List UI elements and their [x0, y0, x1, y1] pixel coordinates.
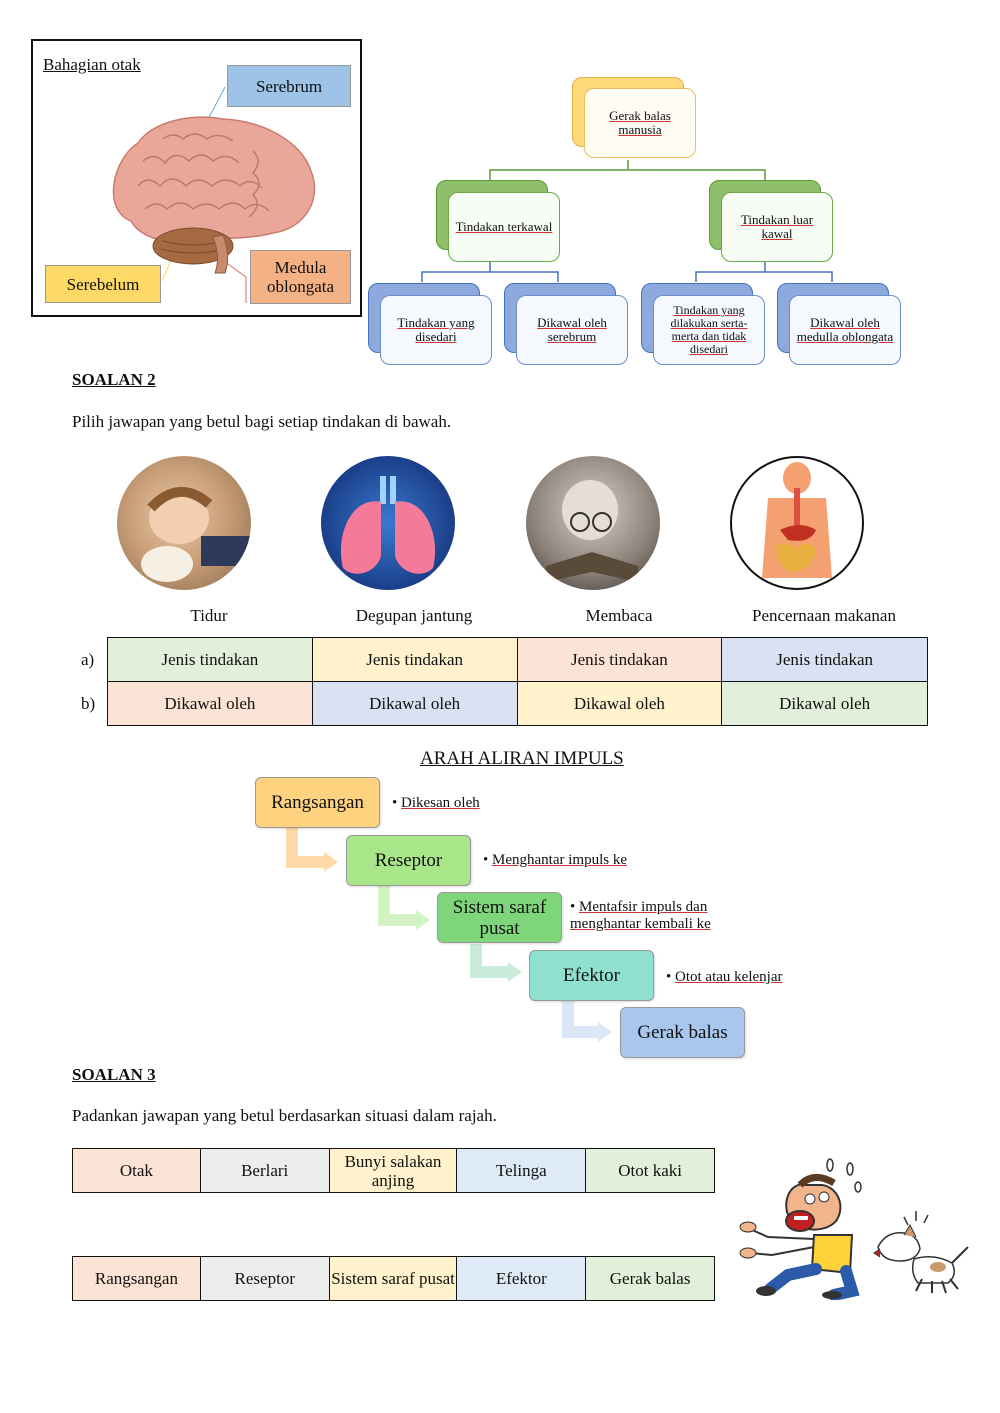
answer-b-pencernaan[interactable]: Dikawal oleh [721, 681, 928, 726]
row-b-label: b) [81, 694, 96, 713]
digestion-image [730, 456, 864, 590]
flow-note-2: • Menghantar impuls ke [483, 852, 627, 868]
brain-image [112, 86, 316, 303]
flow-step-efektor: Efektor [529, 950, 654, 1001]
hierarchy-connectors [421, 160, 833, 282]
flow-note-4: • Otot atau kelenjar [666, 969, 783, 985]
reading-child-image [526, 456, 660, 590]
answer-berlari[interactable]: Berlari [199, 1148, 330, 1193]
category-sistem-saraf-pusat[interactable]: Sistem saraf pusat [328, 1256, 458, 1301]
soalan-3-instruction: Padankan jawapan yang betul berdasarkan … [72, 1106, 497, 1125]
answer-bunyi-salakan-anjing[interactable]: Bunyi salakan anjing [328, 1148, 458, 1193]
serebelum-label: Serebelum [45, 265, 161, 303]
flow-note-1: • Dikesan oleh [392, 795, 480, 811]
category-rangsangan[interactable]: Rangsangan [72, 1256, 201, 1301]
category-efektor[interactable]: Efektor [456, 1256, 587, 1301]
medula-label: Medula oblongata [250, 250, 351, 304]
running-man [739, 1158, 862, 1300]
right-node: Tindakan luar kawal [721, 192, 833, 262]
category-reseptor[interactable]: Reseptor [199, 1256, 330, 1301]
leaf-1: Tindakan yang disedari [380, 295, 492, 365]
answer-b-membaca[interactable]: Dikawal oleh [516, 681, 723, 726]
answer-otot-kaki[interactable]: Otot kaki [585, 1148, 715, 1193]
caption-tidur: Tidur [190, 606, 228, 625]
sleeping-child-image [117, 456, 251, 590]
leaf-2: Dikawal oleh serebrum [516, 295, 628, 365]
soalan-3-category-table: Rangsangan Reseptor Sistem saraf pusat E… [72, 1256, 715, 1301]
caption-pencernaan-makanan: Pencernaan makanan [752, 606, 896, 625]
answer-a-membaca[interactable]: Jenis tindakan [516, 637, 723, 682]
soalan-2-heading: SOALAN 2 [72, 370, 156, 389]
brain-panel-title: Bahagian otak [43, 55, 141, 74]
running-man-and-dog-cartoon [739, 1158, 969, 1300]
answer-b-tidur[interactable]: Dikawal oleh [107, 681, 313, 726]
serebrum-label: Serebrum [227, 65, 351, 107]
impulse-flow-title: ARAH ALIRAN IMPULS [420, 748, 624, 769]
flow-step-sistem-saraf-pusat: Sistem saraf pusat [437, 892, 562, 943]
caption-membaca: Membaca [585, 606, 653, 625]
flow-step-gerak-balas: Gerak balas [620, 1007, 745, 1058]
answer-a-tidur[interactable]: Jenis tindakan [107, 637, 313, 682]
left-node: Tindakan terkawal [448, 192, 560, 262]
impulse-flow-arrows [286, 828, 612, 1042]
soalan-2-instruction: Pilih jawapan yang betul bagi setiap tin… [72, 412, 452, 431]
root-node: Gerak balas manusia [584, 88, 696, 158]
barking-dog [873, 1211, 969, 1294]
soalan-3-answer-table: Otak Berlari Bunyi salakan anjing Teling… [72, 1148, 715, 1193]
leaf-4: Dikawal oleh medulla oblongata [789, 295, 901, 365]
soalan-3-heading: SOALAN 3 [72, 1065, 156, 1084]
flow-note-3: • Mentafsir impuls dan menghantar kembal… [570, 899, 711, 932]
answer-a-degupan-jantung[interactable]: Jenis tindakan [311, 637, 518, 682]
soalan-2-answer-table: Jenis tindakan Jenis tindakan Jenis tind… [107, 637, 928, 726]
brain-diagram-panel: Bahagian otak Serebrum Serebelum Medula … [31, 39, 362, 317]
flow-step-rangsangan: Rangsangan [255, 777, 380, 828]
answer-a-pencernaan[interactable]: Jenis tindakan [721, 637, 928, 682]
answer-b-degupan-jantung[interactable]: Dikawal oleh [311, 681, 518, 726]
answer-otak[interactable]: Otak [72, 1148, 201, 1193]
lungs-image [321, 456, 455, 590]
row-a-label: a) [81, 650, 95, 669]
leaf-3: Tindakan yang dilakukan serta-merta dan … [653, 295, 765, 365]
category-gerak-balas[interactable]: Gerak balas [585, 1256, 715, 1301]
answer-telinga[interactable]: Telinga [456, 1148, 587, 1193]
flow-step-reseptor: Reseptor [346, 835, 471, 886]
caption-degupan-jantung: Degupan jantung [355, 606, 473, 625]
